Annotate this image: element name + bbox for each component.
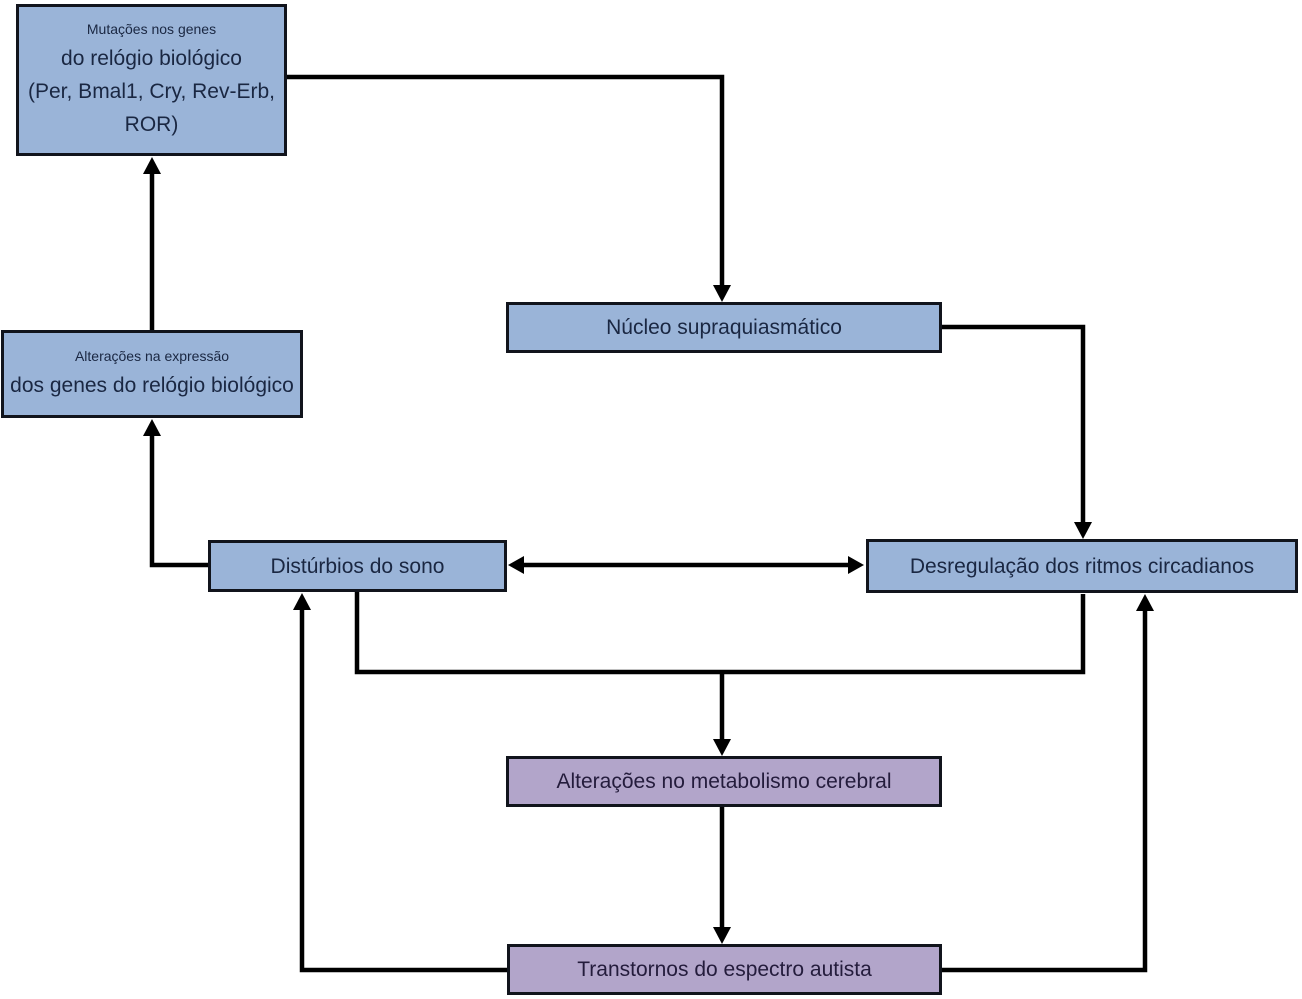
arrowhead-circadian-left <box>848 556 864 574</box>
arrowhead-sleep-right <box>508 556 524 574</box>
node-alteracoes-metabolismo-cerebral: Alterações no metabolismo cerebral <box>506 756 942 807</box>
arrowhead-scn-top <box>713 285 731 302</box>
node-transtornos-espectro-autista: Transtornos do espectro autista <box>507 944 942 995</box>
node-label-line: Alterações na expressão <box>74 348 230 364</box>
node-label-line: ROR) <box>124 113 179 136</box>
edge-join-sleep-circadian <box>354 592 1086 675</box>
edge-asd-to-sleep <box>299 609 507 973</box>
edge-sleep-to-expression <box>149 435 208 568</box>
arrowhead-mutations-bottom <box>143 157 161 174</box>
node-label-line: dos genes do relógio biológico <box>10 374 294 397</box>
arrowhead-circadian-top <box>1074 522 1092 539</box>
arrowhead-asd-top <box>713 927 731 944</box>
node-label: Distúrbios do sono <box>270 554 445 578</box>
arrowhead-sleep-bottom <box>293 593 311 610</box>
node-alteracoes-expressao-genes: Alterações na expressão dos genes do rel… <box>1 330 303 418</box>
arrowhead-circadian-bottom <box>1136 594 1154 611</box>
node-nucleo-supraquiasmatico: Núcleo supraquiasmático <box>506 302 942 353</box>
node-label: Núcleo supraquiasmático <box>606 316 842 339</box>
node-label: Alterações no metabolismo cerebral <box>556 770 892 793</box>
node-label-line: Mutações nos genes <box>86 21 217 37</box>
node-label-line: do relógio biológico <box>61 47 242 70</box>
edge-mutations-to-scn <box>287 74 725 287</box>
arrowhead-metabolism-top <box>713 739 731 756</box>
node-label: Desregulação dos ritmos circadianos <box>909 554 1255 578</box>
edge-asd-to-circadian <box>942 610 1148 973</box>
edge-scn-to-circadian <box>942 324 1086 524</box>
node-desregulacao-ritmos-circadianos: Desregulação dos ritmos circadianos <box>866 539 1298 593</box>
node-label: Transtornos do espectro autista <box>577 958 872 981</box>
node-disturbios-do-sono: Distúrbios do sono <box>208 540 507 592</box>
node-label-line: (Per, Bmal1, Cry, Rev-Erb, <box>28 80 275 103</box>
node-mutacoes-genes-relogio: Mutações nos genes do relógio biológico … <box>16 4 287 156</box>
arrowhead-expression-bottom <box>143 419 161 436</box>
